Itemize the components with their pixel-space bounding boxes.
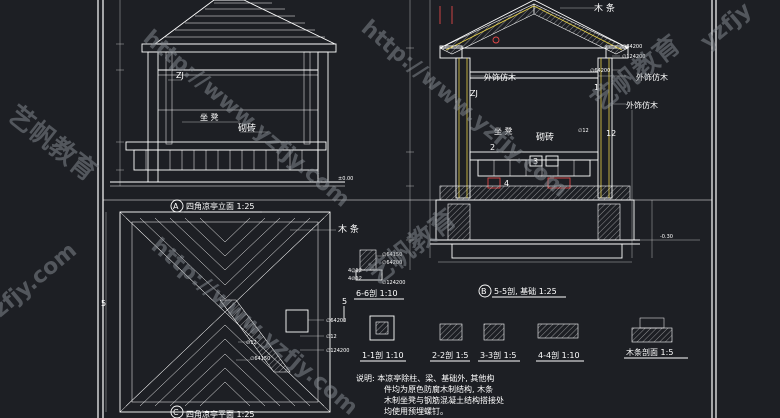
label-qizhuan-left: 砌砖 — [238, 122, 256, 134]
detail-3-3 — [483, 323, 505, 341]
label-mutiao-plan: 木 条 — [338, 223, 359, 235]
sec22-title: 2-2剖 1:5 — [432, 350, 468, 360]
watermark-url-left: http://www.yzfjy.com — [138, 25, 354, 212]
section-mark-letter: B — [481, 287, 487, 296]
plan-title: 四角凉亭平面 1:25 — [186, 409, 255, 418]
label-mutiao-top: 木 条 — [594, 2, 615, 14]
label-elev-right: -0.30 — [660, 234, 673, 240]
plan-mark-letter: C — [173, 408, 179, 417]
watermark-partial-left: zfjy.com — [0, 238, 82, 323]
dim-64200-b: ∅64200 — [382, 260, 402, 266]
dim-64200-c: ∅64200 — [326, 318, 346, 324]
dim-4-12: 4∅12 — [348, 268, 362, 274]
drawing-frame — [97, 0, 717, 418]
label-zj-left: ZJ — [176, 71, 184, 80]
label-zj-right: ZJ — [470, 89, 478, 98]
num-5-left: 5 — [101, 299, 106, 308]
dim-12-a: ∅12 — [578, 128, 589, 134]
label-waishi-3: 外饰仿木 — [626, 100, 658, 110]
detail-1-1 — [369, 315, 395, 341]
dim-12-b: ∅12 — [326, 334, 337, 340]
sec11-title: 1-1剖 1:10 — [362, 350, 404, 360]
label-zuoyi-right: 坐 凳 — [494, 126, 513, 136]
note-line-1: 说明: 本凉亭除柱、梁、基础外, 其他构 — [356, 373, 494, 383]
section-mark — [478, 284, 492, 298]
dim-84200: ∅84200 — [622, 44, 642, 50]
sec33-title: 3-3剖 1:5 — [480, 350, 516, 360]
detail-4-4 — [537, 323, 579, 339]
notes-block: 说明: 本凉亭除柱、梁、基础外, 其他构 件均为原色防腐木制结构, 木条 木制坐… — [356, 373, 504, 416]
dim-124200-b: ∅124200 — [382, 280, 405, 286]
note-line-2: 件均为原色防腐木制结构, 木条 — [384, 384, 493, 394]
detail-2-2 — [439, 323, 463, 341]
dim-64150-b: ∅64150 — [250, 356, 270, 362]
label-elev-left: ±0.00 — [338, 176, 353, 182]
elevation-mark-letter: A — [173, 202, 179, 211]
elevation-title: 四角凉亭立面 1:25 — [186, 201, 255, 211]
label-qizhuan-right: 砌砖 — [536, 131, 554, 143]
num-5-right: 5 — [342, 297, 347, 306]
elevation-view — [110, 0, 345, 187]
watermark-brand-left: 艺帆教育 — [2, 99, 103, 187]
section-view — [406, 0, 700, 270]
num-12: 12 — [606, 129, 616, 138]
sec66-title: 6-6剖 1:10 — [356, 288, 398, 298]
num-1: 1 — [594, 83, 599, 92]
plan-view — [105, 211, 336, 413]
detail-mutiao — [631, 317, 673, 343]
watermark-partial-right: yzfjy — [696, 0, 757, 55]
dim-64200: ∅64200 — [590, 68, 610, 74]
section-title: 5-5剖, 基础 1:25 — [494, 286, 557, 296]
dim-124200: ∅124200 — [622, 54, 645, 60]
dim-124200-c: ∅124200 — [326, 348, 349, 354]
note-line-3: 木制坐凳与钢筋混凝土结构搭接处 — [384, 395, 504, 405]
label-waishi-2: 外饰仿木 — [636, 72, 668, 82]
num-4: 4 — [504, 179, 509, 188]
note-line-4: 均使用预埋螺钉。 — [384, 406, 448, 416]
watermark-brand-center: 艺帆教育 — [361, 203, 462, 291]
dim-64150-a: ∅64150 — [382, 252, 402, 258]
dim-12-c: ∅12 — [246, 340, 257, 346]
dim-4-12-b: 4∅12 — [348, 276, 362, 282]
label-waishi-1: 外饰仿木 — [484, 72, 516, 82]
sec44-title: 4-4剖 1:10 — [538, 350, 580, 360]
num-3: 3 — [533, 157, 538, 166]
num-2: 2 — [490, 143, 495, 152]
plan-mark — [170, 405, 184, 418]
detail-6-6 — [352, 249, 386, 281]
mutiao-section-title: 木条剖面 1:5 — [626, 347, 673, 357]
label-zuoyi-left: 坐 凳 — [200, 112, 219, 122]
